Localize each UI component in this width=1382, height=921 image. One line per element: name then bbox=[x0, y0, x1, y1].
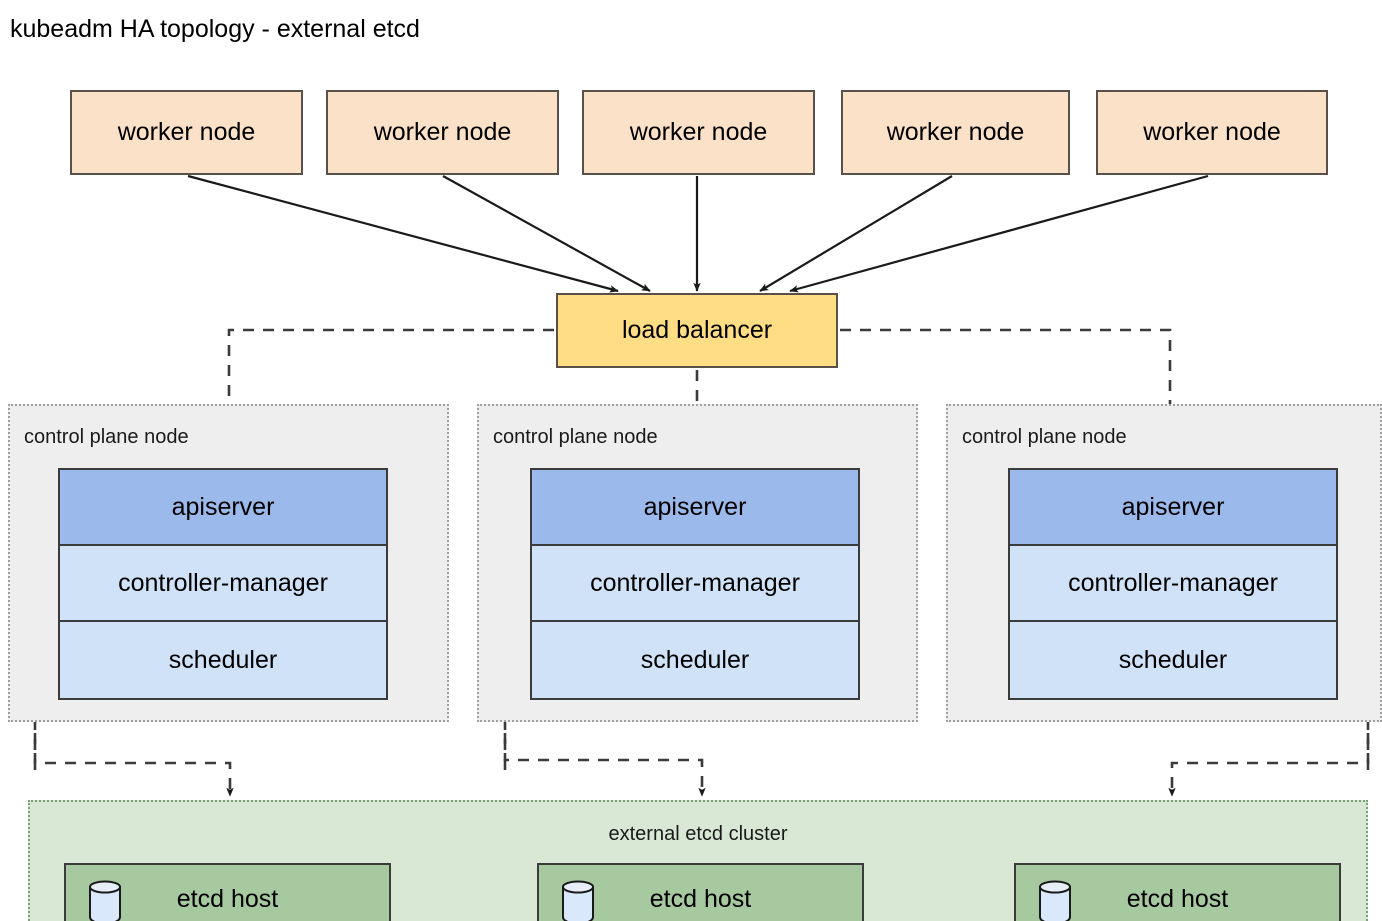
controller-component-2[interactable]: controller-manager bbox=[532, 546, 858, 622]
worker-node-3[interactable]: worker node bbox=[582, 90, 815, 175]
database-cylinder-icon bbox=[89, 880, 121, 921]
load-balancer-label: load balancer bbox=[621, 316, 773, 344]
worker-node-2[interactable]: worker node bbox=[326, 90, 559, 175]
worker-node-label: worker node bbox=[1143, 118, 1281, 146]
apiserver-label: apiserver bbox=[171, 492, 275, 521]
apiserver-component-1[interactable]: apiserver bbox=[60, 470, 386, 546]
control-plane-node-1: control plane node apiserver controller-ma… bbox=[8, 404, 449, 722]
scheduler-label: scheduler bbox=[640, 645, 750, 674]
control-plane-node-2: control plane node apiserver controller-ma… bbox=[477, 404, 918, 722]
controlplane-to-etcd-edges bbox=[33, 733, 1370, 797]
apiserver-label: apiserver bbox=[643, 492, 747, 521]
etcd-host-label: etcd host bbox=[1126, 884, 1229, 913]
controller-label: controller-manager bbox=[118, 568, 328, 597]
worker-node-label: worker node bbox=[629, 118, 768, 146]
etcd-host-3[interactable]: etcd host bbox=[1014, 863, 1341, 921]
control-plane-node-3: control plane node apiserver controller-ma… bbox=[946, 404, 1382, 722]
etcd-host-label: etcd host bbox=[176, 884, 279, 913]
etcd-host-1[interactable]: etcd host bbox=[64, 863, 391, 921]
worker-node-label: worker node bbox=[886, 118, 1025, 146]
worker-node-label: worker node bbox=[373, 118, 512, 146]
control-plane-component-stack: apiserver controller-manager scheduler bbox=[58, 468, 388, 700]
controller-label: controller-manager bbox=[1068, 568, 1278, 597]
page-title: kubeadm HA topology - external etcd bbox=[10, 15, 420, 43]
controller-label: controller-manager bbox=[590, 568, 800, 597]
database-cylinder-icon bbox=[562, 880, 594, 921]
database-cylinder-icon bbox=[1038, 879, 1072, 921]
worker-node-1[interactable]: worker node bbox=[70, 90, 303, 175]
control-plane-component-stack: apiserver controller-manager scheduler bbox=[1008, 468, 1338, 700]
database-cylinder-icon bbox=[88, 879, 122, 921]
database-cylinder-icon bbox=[1039, 880, 1071, 921]
controller-component-1[interactable]: controller-manager bbox=[60, 546, 386, 622]
worker-node-5[interactable]: worker node bbox=[1096, 90, 1328, 175]
scheduler-component-2[interactable]: scheduler bbox=[532, 622, 858, 698]
scheduler-label: scheduler bbox=[1118, 645, 1228, 674]
worker-node-label: worker node bbox=[117, 118, 256, 146]
scheduler-label: scheduler bbox=[168, 645, 278, 674]
etcd-host-label: etcd host bbox=[649, 884, 752, 913]
control-plane-component-stack: apiserver controller-manager scheduler bbox=[530, 468, 860, 700]
etcd-host-2[interactable]: etcd host bbox=[537, 863, 864, 921]
control-plane-node-label: control plane node bbox=[962, 426, 1127, 448]
scheduler-component-1[interactable]: scheduler bbox=[60, 622, 386, 698]
worker-node-4[interactable]: worker node bbox=[841, 90, 1070, 175]
etcd-cluster-label: external etcd cluster bbox=[608, 823, 788, 845]
database-cylinder-icon bbox=[561, 879, 595, 921]
apiserver-component-2[interactable]: apiserver bbox=[532, 470, 858, 546]
worker-to-loadbalancer-edges bbox=[187, 174, 1209, 293]
control-plane-node-label: control plane node bbox=[493, 426, 658, 448]
scheduler-component-3[interactable]: scheduler bbox=[1010, 622, 1336, 698]
apiserver-component-3[interactable]: apiserver bbox=[1010, 470, 1336, 546]
external-etcd-cluster: external etcd cluster etcd host etcd host… bbox=[28, 800, 1368, 921]
control-plane-node-label: control plane node bbox=[24, 426, 189, 448]
controller-component-3[interactable]: controller-manager bbox=[1010, 546, 1336, 622]
apiserver-label: apiserver bbox=[1121, 492, 1225, 521]
load-balancer-node[interactable]: load balancer bbox=[556, 293, 838, 368]
